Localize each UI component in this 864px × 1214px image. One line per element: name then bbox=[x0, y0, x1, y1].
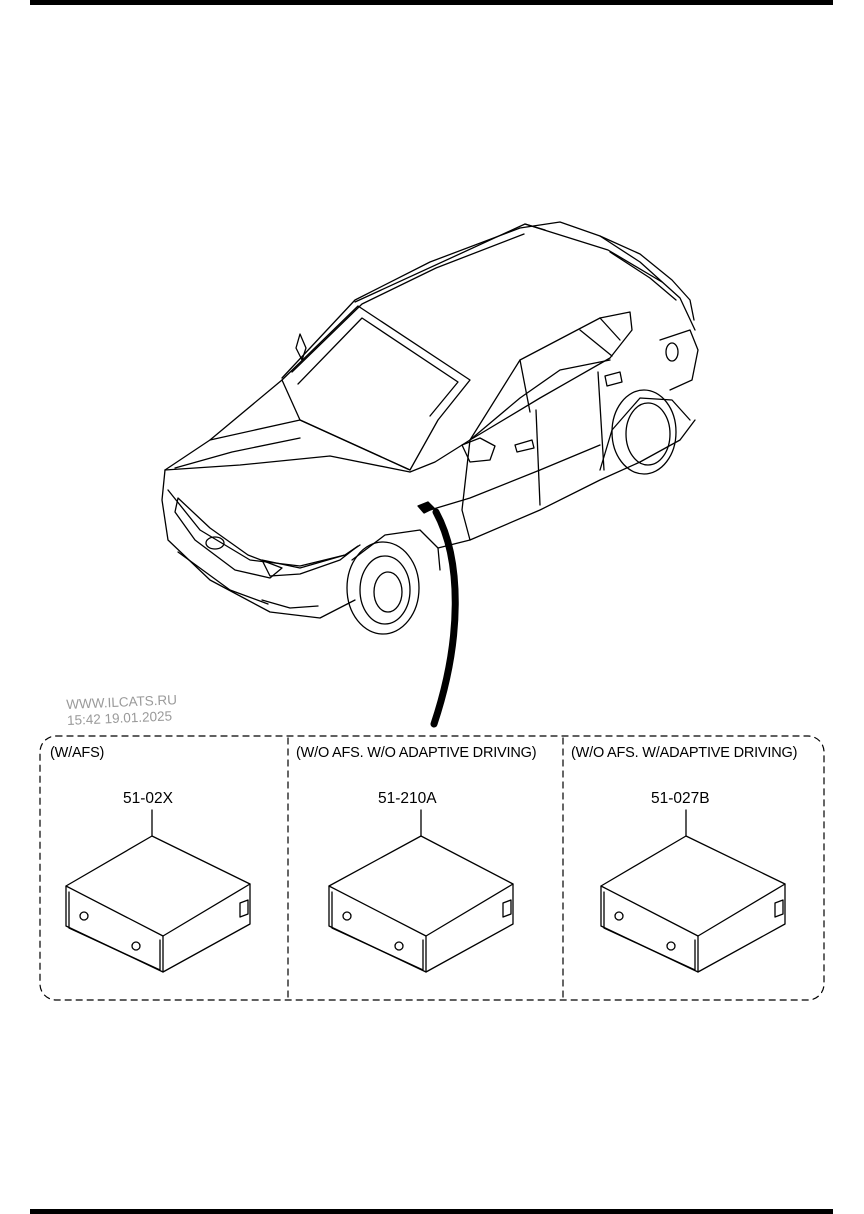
module-box-3 bbox=[600, 809, 786, 973]
module-box-2 bbox=[328, 809, 514, 973]
variant-condition-3: (W/O AFS. W/ADAPTIVE DRIVING) bbox=[571, 745, 798, 761]
variants-frame bbox=[39, 735, 825, 1001]
leader-line bbox=[430, 508, 459, 728]
module-box-1 bbox=[65, 809, 251, 973]
watermark: WWW.ILCATS.RU 15:42 19.01.2025 bbox=[66, 692, 178, 729]
part-number-3[interactable]: 51-027B bbox=[651, 790, 710, 807]
part-number-1[interactable]: 51-02X bbox=[123, 790, 173, 807]
variant-condition-1: (W/AFS) bbox=[50, 745, 105, 761]
variant-condition-2: (W/O AFS. W/O ADAPTIVE DRIVING) bbox=[296, 745, 537, 761]
bottom-border-rule bbox=[30, 1209, 833, 1214]
part-number-2[interactable]: 51-210A bbox=[378, 790, 437, 807]
vehicle-illustration bbox=[161, 221, 699, 635]
top-border-rule bbox=[30, 0, 833, 5]
